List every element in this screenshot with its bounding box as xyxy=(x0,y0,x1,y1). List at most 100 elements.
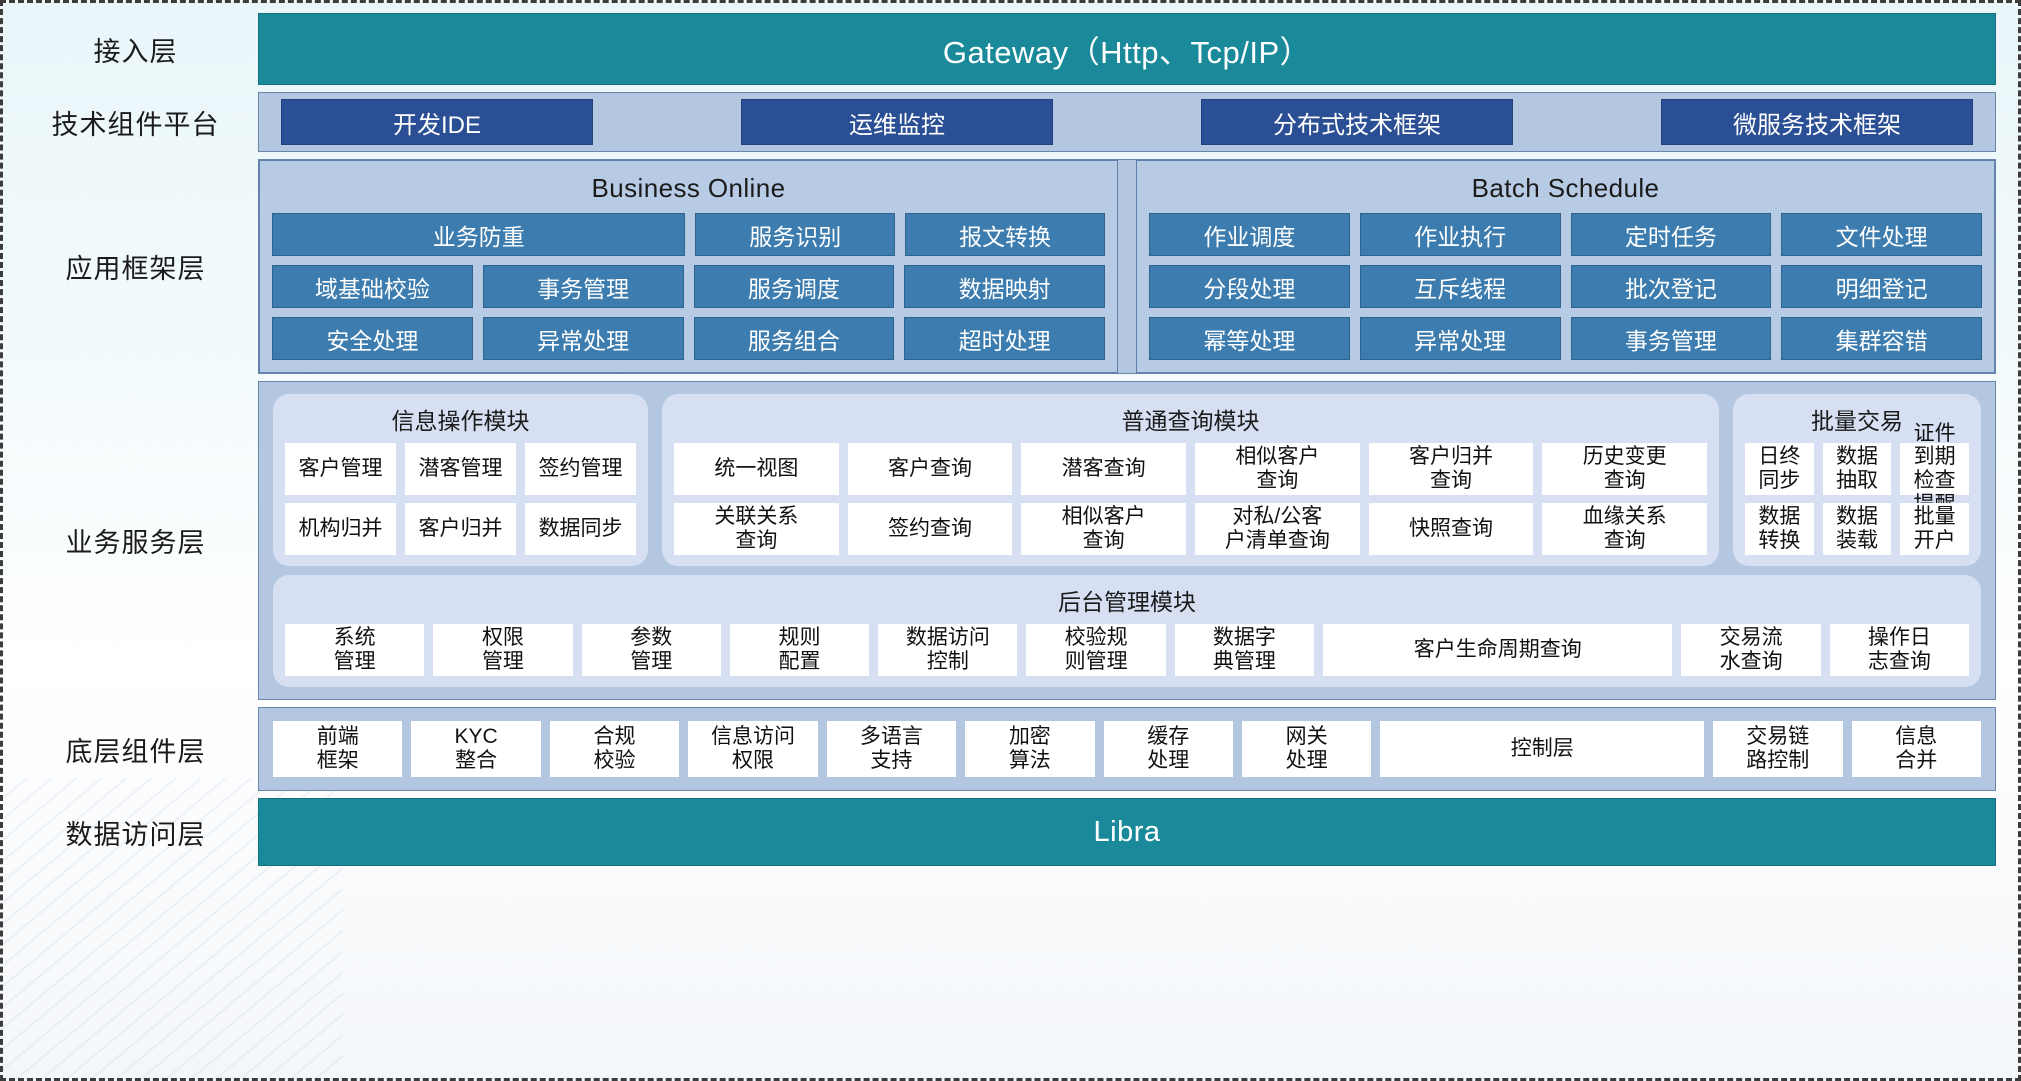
app-cell-bo-0-0[interactable]: 业务防重 xyxy=(272,213,686,256)
biz-cell-info-1-1[interactable]: 客户归并 xyxy=(405,503,516,555)
app-cell-bs-0-0[interactable]: 作业调度 xyxy=(1149,213,1350,256)
module-row-admin: 系统管理 权限管理 参数管理 规则配置 数据访问控制 校验规则管理 数据字典管理… xyxy=(285,624,1970,676)
app-cell-bo-2-1[interactable]: 异常处理 xyxy=(482,317,684,360)
app-cell-bo-0-1[interactable]: 服务识别 xyxy=(695,213,896,256)
admin-cell-parameter-management[interactable]: 参数管理 xyxy=(581,624,721,676)
biz-cell-info-1-2[interactable]: 数据同步 xyxy=(525,503,636,555)
admin-cell-data-dictionary-management[interactable]: 数据字典管理 xyxy=(1174,624,1315,676)
app-cell-bo-1-0[interactable]: 域基础校验 xyxy=(272,265,473,308)
biz-cell-batch-1-1[interactable]: 数据装载 xyxy=(1822,503,1892,555)
tech-chip-microservice-framework[interactable]: 微服务技术框架 xyxy=(1661,99,1973,145)
bottom-cell-frontend-framework[interactable]: 前端框架 xyxy=(273,721,403,777)
app-grid-row: 业务防重 服务识别 报文转换 xyxy=(272,213,1105,256)
app-cell-bs-1-0[interactable]: 分段处理 xyxy=(1149,265,1350,308)
biz-cell-query-1-0[interactable]: 关联关系查询 xyxy=(674,503,839,555)
admin-cell-transaction-flow-query[interactable]: 交易流水查询 xyxy=(1681,624,1821,676)
layer-row-app-framework: 应用框架层 Business Online 业务防重 服务识别 报文转换 域 xyxy=(13,159,1996,374)
app-cell-bs-1-3[interactable]: 明细登记 xyxy=(1781,265,1982,308)
tech-chip-ops-monitor[interactable]: 运维监控 xyxy=(741,99,1053,145)
biz-cell-info-0-2[interactable]: 签约管理 xyxy=(525,443,636,495)
module-title-common-query: 普通查询模块 xyxy=(1121,408,1260,434)
admin-cell-permission-management[interactable]: 权限管理 xyxy=(433,624,573,676)
admin-cell-operation-log-query[interactable]: 操作日志查询 xyxy=(1829,624,1970,676)
module-row: 统一视图 客户查询 潜客查询 相似客户查询 客户归并查询 历史变更查询 xyxy=(674,443,1708,495)
biz-cell-batch-1-2[interactable]: 批量开户 xyxy=(1900,503,1970,555)
app-cell-bs-0-2[interactable]: 定时任务 xyxy=(1570,213,1772,256)
layer-stack: 接入层 Gateway（Http、Tcp/IP） 技术组件平台 开发IDE 运维… xyxy=(3,13,2018,866)
biz-cell-query-0-4[interactable]: 客户归并查询 xyxy=(1368,443,1534,495)
app-cell-bo-0-2[interactable]: 报文转换 xyxy=(905,213,1105,256)
tech-chip-ide[interactable]: 开发IDE xyxy=(281,99,593,145)
biz-cell-batch-0-0[interactable]: 日终同步 xyxy=(1745,443,1814,495)
biz-cell-query-0-1[interactable]: 客户查询 xyxy=(847,443,1013,495)
layer-row-access: 接入层 Gateway（Http、Tcp/IP） xyxy=(13,13,1996,85)
biz-cell-batch-0-2[interactable]: 证件到期检查提醒 xyxy=(1900,422,1970,516)
app-cell-bs-2-2[interactable]: 事务管理 xyxy=(1570,317,1772,360)
layer-label-bottom-components: 底层组件层 xyxy=(65,736,206,767)
biz-cell-info-0-0[interactable]: 客户管理 xyxy=(285,443,396,495)
app-group-grid-business-online: 业务防重 服务识别 报文转换 域基础校验 事务管理 服务调度 数据映射 xyxy=(272,213,1105,360)
app-cell-bo-2-0[interactable]: 安全处理 xyxy=(272,317,473,360)
biz-cell-query-1-5[interactable]: 血缘关系查询 xyxy=(1542,503,1708,555)
bottom-cell-gateway-processing[interactable]: 网关处理 xyxy=(1241,721,1372,777)
module-grid-common-query: 统一视图 客户查询 潜客查询 相似客户查询 客户归并查询 历史变更查询 关联关系… xyxy=(674,443,1708,555)
bottom-cell-info-merge[interactable]: 信息合并 xyxy=(1851,721,1981,777)
biz-cell-query-0-0[interactable]: 统一视图 xyxy=(674,443,839,495)
libra-bar[interactable]: Libra xyxy=(258,798,1996,866)
bottom-cell-cache-processing[interactable]: 缓存处理 xyxy=(1103,721,1233,777)
app-cell-bs-2-3[interactable]: 集群容错 xyxy=(1781,317,1982,360)
admin-cell-system-management[interactable]: 系统管理 xyxy=(285,624,425,676)
app-cell-bo-1-3[interactable]: 数据映射 xyxy=(904,265,1105,308)
app-group-title-business-online: Business Online xyxy=(591,173,786,203)
tech-chip-row: 开发IDE 运维监控 分布式技术框架 微服务技术框架 xyxy=(281,99,1973,145)
biz-cell-query-1-2[interactable]: 相似客户查询 xyxy=(1021,503,1187,555)
module-title-batch-transaction: 批量交易 xyxy=(1811,408,1903,434)
biz-cell-query-1-4[interactable]: 快照查询 xyxy=(1368,503,1534,555)
biz-cell-query-0-3[interactable]: 相似客户查询 xyxy=(1195,443,1360,495)
admin-cell-data-access-control[interactable]: 数据访问控制 xyxy=(878,624,1018,676)
admin-cell-customer-lifecycle-query[interactable]: 客户生命周期查询 xyxy=(1323,624,1673,676)
layer-body-business-service: 信息操作模块 客户管理 潜客管理 签约管理 机构归并 客户归并 xyxy=(258,381,1996,700)
biz-cell-info-0-1[interactable]: 潜客管理 xyxy=(405,443,516,495)
app-cell-bo-1-2[interactable]: 服务调度 xyxy=(693,265,895,308)
module-info-operation: 信息操作模块 客户管理 潜客管理 签约管理 机构归并 客户归并 xyxy=(273,394,648,566)
gateway-bar[interactable]: Gateway（Http、Tcp/IP） xyxy=(258,13,1996,85)
app-cell-bs-0-3[interactable]: 文件处理 xyxy=(1781,213,1982,256)
bottom-cell-control-layer[interactable]: 控制层 xyxy=(1380,721,1705,777)
layer-body-access: Gateway（Http、Tcp/IP） xyxy=(258,13,1996,85)
bottom-cell-multilanguage-support[interactable]: 多语言支持 xyxy=(826,721,957,777)
layer-label-tech-platform: 技术组件平台 xyxy=(51,109,220,140)
app-cell-bo-2-2[interactable]: 服务组合 xyxy=(693,317,895,360)
bottom-cell-encryption-algorithm[interactable]: 加密算法 xyxy=(965,721,1095,777)
app-grid-row: 幂等处理 异常处理 事务管理 集群容错 xyxy=(1149,317,1982,360)
module-row: 客户管理 潜客管理 签约管理 xyxy=(285,443,636,495)
bottom-cell-info-access-permission[interactable]: 信息访问权限 xyxy=(688,721,818,777)
biz-cell-query-1-1[interactable]: 签约查询 xyxy=(847,503,1013,555)
app-cell-bs-2-0[interactable]: 幂等处理 xyxy=(1149,317,1350,360)
app-group-business-online: Business Online 业务防重 服务识别 报文转换 域基础校验 事务管… xyxy=(259,160,1118,373)
biz-cell-batch-0-1[interactable]: 数据抽取 xyxy=(1822,443,1892,495)
app-cell-bs-0-1[interactable]: 作业执行 xyxy=(1359,213,1561,256)
bottom-cell-compliance-check[interactable]: 合规校验 xyxy=(549,721,680,777)
biz-cell-batch-1-0[interactable]: 数据转换 xyxy=(1745,503,1814,555)
biz-cell-info-1-0[interactable]: 机构归并 xyxy=(285,503,396,555)
admin-cell-rule-config[interactable]: 规则配置 xyxy=(729,624,870,676)
admin-cell-validation-rule-management[interactable]: 校验规则管理 xyxy=(1026,624,1166,676)
module-row: 数据转换 数据装载 批量开户 xyxy=(1745,503,1970,555)
app-cell-bs-2-1[interactable]: 异常处理 xyxy=(1359,317,1561,360)
biz-cell-query-0-5[interactable]: 历史变更查询 xyxy=(1542,443,1708,495)
app-cell-bs-1-1[interactable]: 互斥线程 xyxy=(1359,265,1561,308)
layer-body-tech-platform: 开发IDE 运维监控 分布式技术框架 微服务技术框架 xyxy=(258,92,1996,152)
app-cell-bo-1-1[interactable]: 事务管理 xyxy=(482,265,684,308)
bottom-cell-transaction-chain-control[interactable]: 交易链路控制 xyxy=(1713,721,1843,777)
app-cell-bs-1-2[interactable]: 批次登记 xyxy=(1570,265,1772,308)
biz-cell-query-0-2[interactable]: 潜客查询 xyxy=(1021,443,1187,495)
tech-chip-distributed-framework[interactable]: 分布式技术框架 xyxy=(1201,99,1513,145)
app-cell-bo-2-3[interactable]: 超时处理 xyxy=(904,317,1105,360)
biz-cell-query-1-3[interactable]: 对私/公客户清单查询 xyxy=(1195,503,1360,555)
